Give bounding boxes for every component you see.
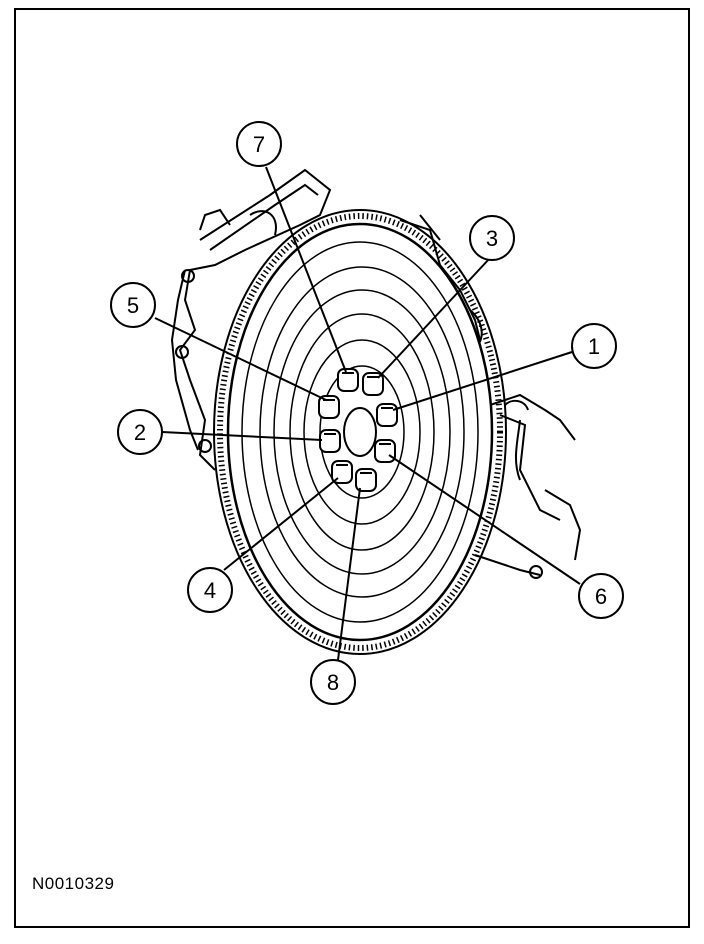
callout-8-label: 8	[327, 670, 339, 695]
leader-line-8	[337, 487, 361, 661]
engine-block-outline	[170, 168, 582, 579]
bolt-8	[355, 468, 377, 492]
callout-5-label: 5	[127, 293, 139, 318]
bolt-7	[337, 368, 359, 392]
leader-line-2	[161, 431, 323, 441]
bolt-2	[319, 429, 341, 453]
leader-lines	[154, 166, 581, 661]
callouts: 7 3 5 1 2 4 6 8	[110, 121, 624, 705]
callout-3: 3	[469, 215, 515, 261]
callout-2: 2	[117, 409, 163, 455]
callout-5: 5	[110, 282, 156, 328]
bolt-6	[374, 439, 396, 463]
callout-3-label: 3	[486, 226, 498, 251]
callout-7-label: 7	[253, 132, 265, 157]
callout-7: 7	[236, 121, 282, 167]
bolt-3	[362, 372, 384, 396]
callout-6-label: 6	[595, 584, 607, 609]
diagram-frame	[14, 8, 690, 928]
leader-line-1	[392, 351, 573, 411]
callout-8: 8	[310, 659, 356, 705]
leader-line-6	[388, 454, 581, 585]
callout-4-label: 4	[204, 578, 216, 603]
callout-4: 4	[187, 567, 233, 613]
figure-id-label: N0010329	[32, 874, 115, 893]
callout-1: 1	[571, 323, 617, 369]
callout-2-label: 2	[134, 420, 146, 445]
leader-line-4	[223, 477, 339, 571]
bolt-1	[376, 403, 398, 427]
bolt-4	[331, 460, 353, 484]
flywheel	[213, 209, 507, 655]
leader-line-7	[265, 166, 347, 373]
callout-6: 6	[578, 573, 624, 619]
callout-1-label: 1	[588, 334, 600, 359]
leader-line-5	[154, 317, 327, 401]
bolt-5	[318, 395, 340, 419]
bolts	[318, 368, 398, 492]
leader-line-3	[377, 257, 491, 379]
